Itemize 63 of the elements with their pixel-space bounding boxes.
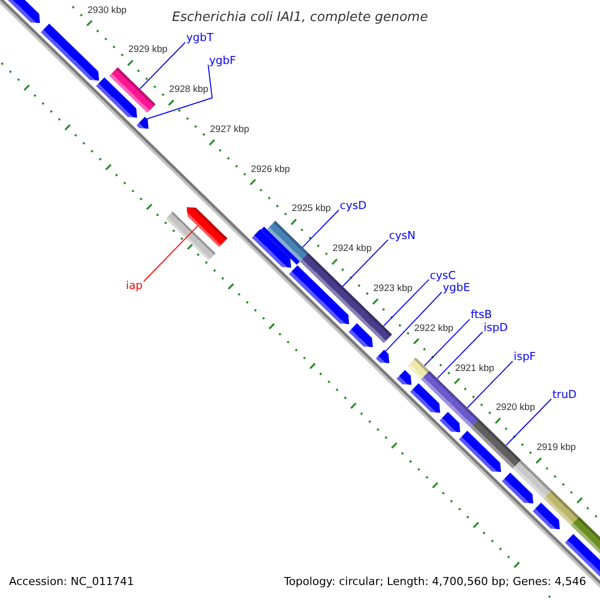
gene-block (407, 358, 430, 380)
leader-line (506, 398, 552, 446)
gene-block (260, 226, 300, 265)
gene-block (186, 207, 228, 247)
gene-label: ygbE (442, 282, 472, 294)
gene-label: ispD (482, 322, 509, 333)
gene-block (420, 370, 456, 406)
gene-label: ygbT (185, 32, 214, 44)
gene-block (544, 490, 580, 526)
tick-label: 2922 kbp (414, 324, 454, 334)
gene-block (166, 212, 216, 261)
gene-block (396, 370, 412, 385)
leader-line (424, 318, 470, 366)
leader-line (143, 226, 198, 282)
gene-block (348, 323, 373, 348)
footer-text: Accession: NC_011741 (9, 575, 134, 588)
leader-line (383, 279, 430, 327)
gene-block (96, 77, 138, 118)
tick-label: 2924 kbp (332, 244, 372, 254)
gene-block (532, 502, 560, 530)
leader-line (139, 42, 186, 90)
gene-block (564, 534, 600, 577)
gene-block (440, 412, 460, 432)
gene-block (109, 67, 156, 113)
gene-label: ispF (512, 351, 537, 362)
leader-line (385, 292, 442, 352)
gene-block (136, 116, 149, 129)
map-title: Escherichia coli IAI1, complete genome (172, 10, 428, 25)
gene-block (289, 265, 350, 324)
gene-label: ftsB (470, 309, 493, 320)
gene-label: ygbF (208, 54, 237, 66)
tick-label: 2923 kbp (373, 284, 412, 294)
leader-line (436, 331, 484, 379)
tick-label: 2929 kbp (128, 45, 168, 56)
footer-text: Topology: circular; Length: 4,700,560 bp; Genes: 4,546 (284, 575, 586, 588)
tick-label: 2925 kbp (292, 204, 331, 214)
tick-label: 2919 kbp (536, 443, 576, 454)
tick-label: 2927 kbp (210, 124, 250, 135)
gene-block (40, 24, 100, 81)
gene-block (8, 0, 40, 24)
tick-label: 2920 kbp (496, 403, 535, 414)
gene-block (376, 350, 390, 364)
tick-label: 2930 kbp (88, 6, 127, 16)
leader-line (342, 239, 388, 287)
leader-line (466, 360, 514, 408)
gene-block (410, 383, 440, 413)
gene-block (252, 229, 292, 268)
gene-label: cysD (338, 200, 368, 212)
gene-label: cysC (428, 270, 457, 281)
gene-block (470, 418, 522, 469)
leader-line (302, 210, 340, 248)
gene-block (570, 516, 600, 554)
gene-block (502, 472, 534, 504)
gene-label: iap (124, 280, 144, 292)
gene-block (266, 220, 308, 262)
tick-label: 2921 kbp (455, 364, 494, 374)
tick-label: 2928 kbp (169, 85, 208, 96)
gene-block (458, 430, 502, 472)
tick-label: 2926 kbp (250, 164, 290, 175)
gene-block (300, 252, 366, 318)
gene-block (512, 460, 552, 499)
gene-label: truD (551, 388, 578, 400)
gene-label: cysN (388, 230, 417, 241)
